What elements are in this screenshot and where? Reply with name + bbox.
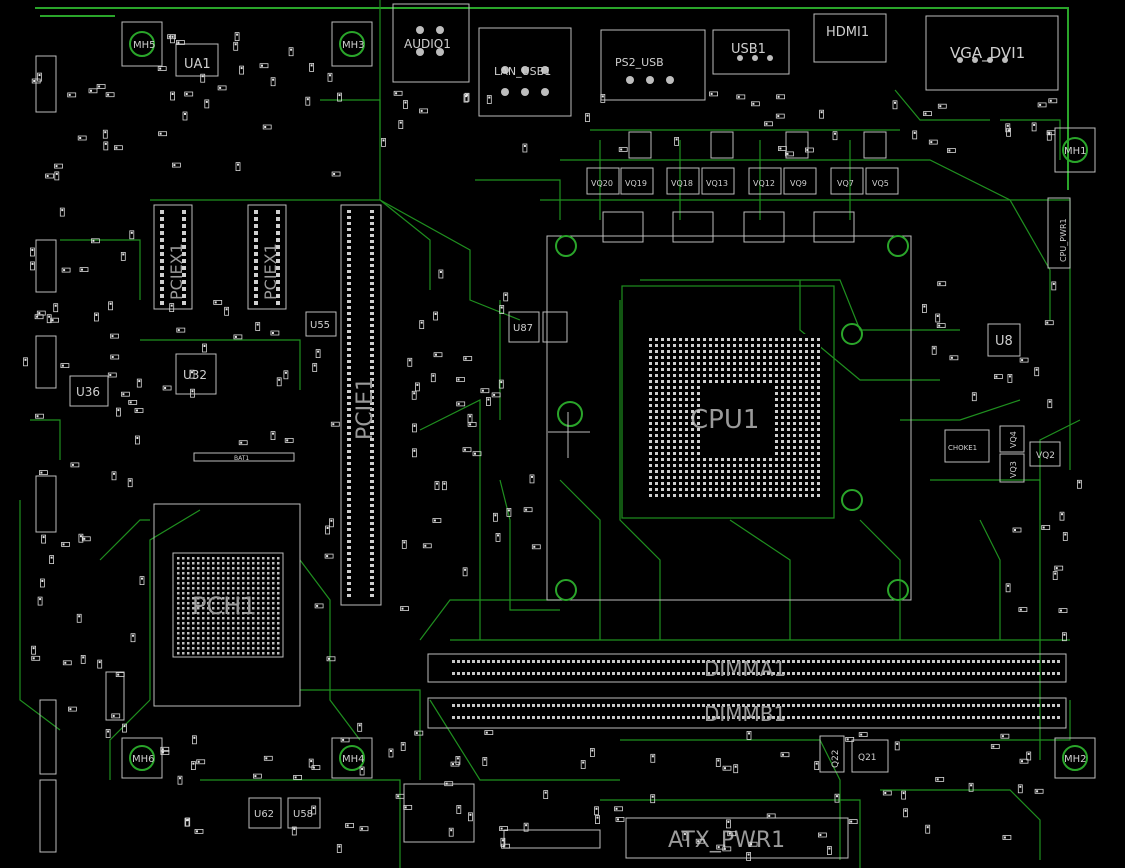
mh3-label: MH3 [342,40,365,51]
vq19-label: VQ19 [625,179,647,188]
pcie1-label: PCIE1 [353,377,378,440]
u8-area: U8 CPU_PWR1 CHOKE1 VQ3 VQ4 VQ2 [944,197,1071,483]
pcie1-pins [347,210,374,597]
pcie-x16-slot: PCIE1 [340,204,382,606]
top-connectors: AUDIO1 LAN_USB1 PS2_USB USB1 HDMI1 VGA_D… [392,3,1059,117]
vq9-label: VQ9 [790,179,807,188]
vq18-label: VQ18 [671,179,693,188]
pch-chip: PCH1 [153,503,301,707]
ps2-usb-label: PS2_USB [615,56,664,69]
q22-label: Q22 [831,749,841,768]
vq4-label: VQ4 [1009,431,1018,448]
bottom-components: U62 U58 Q22 Q21 ATX_PWR1 [35,55,889,859]
pcie-x1-slots: PCIEX1 PCIEX1 [153,204,287,310]
choke1-label: CHOKE1 [948,444,977,452]
hdmi1-label: HDMI1 [826,25,869,40]
trace-layer [19,0,1081,868]
mh1-label: MH1 [1064,146,1087,157]
dimm-pins [452,660,1060,719]
mh2-label: MH2 [1064,754,1087,765]
cpu-socket: CPU1 [546,235,912,601]
u87-area: U87 [508,311,568,343]
vq7-label: VQ7 [837,179,854,188]
vq5-label: VQ5 [872,179,889,188]
pch1-label: PCH1 [192,592,257,620]
dimma1-label: DIMMA1 [704,657,786,681]
u8-label: U8 [995,334,1013,349]
audio1-label: AUDIO1 [404,37,451,51]
cpu1-label: CPU1 [690,405,759,435]
vq13-label: VQ13 [706,179,728,188]
vq20-label: VQ20 [591,179,613,188]
u62-label: U62 [254,809,274,820]
smd-components [23,32,1082,861]
u36-label: U36 [76,385,100,399]
u87-label: U87 [513,323,533,334]
mh5-top-label: MH5 [133,40,156,51]
vq2-label: VQ2 [1036,451,1055,461]
u32-label: U32 [183,368,207,382]
u58-label: U58 [293,809,313,820]
q21-label: Q21 [858,753,877,763]
left-chips: U55 U36 U32 BAT1 [69,311,337,462]
vrm-row: VQ20 VQ19 VQ18 VQ13 VQ12 VQ9 VQ7 VQ5 [586,131,899,243]
usb1-label: USB1 [731,42,766,57]
vq3-label: VQ3 [1009,461,1018,478]
dimmb1-label: DIMMB1 [704,702,786,726]
pciex1-b-label: PCIEX1 [261,243,280,300]
pch-pin-grid [177,557,280,655]
vq12-label: VQ12 [753,179,775,188]
atx-pwr1-label: ATX_PWR1 [668,828,785,853]
pcie-x1-pins [160,210,280,305]
mounting-holes: MH5 MH3 MH1 MH6 MH4 MH2 [121,21,1096,779]
cpu-pwr1-label: CPU_PWR1 [1059,218,1068,262]
cpu-pins [649,338,820,497]
pciex1-a-label: PCIEX1 [167,243,186,300]
dimm-slots: DIMMA1 DIMMB1 [427,653,1067,729]
lan-usb1-label: LAN_USB1 [494,65,551,78]
u55-label: U55 [310,320,330,331]
ua1-label: UA1 [184,57,211,72]
ua1-chip: UA1 [175,43,219,77]
mh4-label: MH4 [342,754,365,765]
bat1-label: BAT1 [234,455,249,462]
vga-dvi1-label: VGA_DVI1 [950,44,1025,63]
mh6-label: MH6 [132,754,155,765]
